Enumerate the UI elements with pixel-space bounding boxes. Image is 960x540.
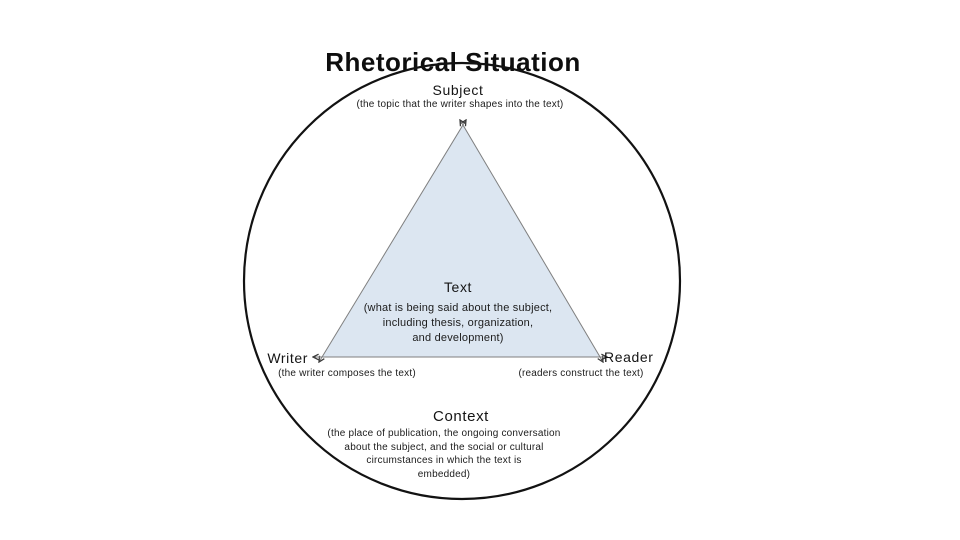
- writer-node-description: (the writer composes the text): [278, 368, 416, 379]
- context-node-description-line: (the place of publication, the ongoing c…: [327, 428, 561, 439]
- edge-writer-subject: [319, 120, 466, 362]
- context-node-description-line: circumstances in which the text is: [366, 455, 522, 466]
- subject-node-description: (the topic that the writer shapes into t…: [356, 99, 564, 110]
- text-node-label: Text: [443, 279, 473, 295]
- context-node-description: (the place of publication, the ongoing c…: [327, 427, 560, 481]
- text-node-description: (what is being said about the subject, i…: [364, 301, 553, 346]
- reader-node-label: Reader: [604, 349, 654, 365]
- text-node-description-line: and development): [412, 332, 504, 344]
- context-node-label: Context: [433, 408, 489, 425]
- context-node-description-line: embedded): [417, 468, 471, 480]
- context-node-description-line: about the subject, and the social or cul…: [344, 441, 544, 453]
- text-node-description-line: (what is being said about the subject,: [363, 302, 553, 314]
- reader-node-description: (readers construct the text): [518, 368, 644, 379]
- text-node-description-line: including thesis, organization,: [382, 317, 534, 329]
- context-circle: [242, 61, 682, 501]
- subject-node-label: Subject: [432, 82, 484, 98]
- writer-node-label: Writer: [267, 350, 308, 366]
- edge-subject-reader: [460, 120, 603, 362]
